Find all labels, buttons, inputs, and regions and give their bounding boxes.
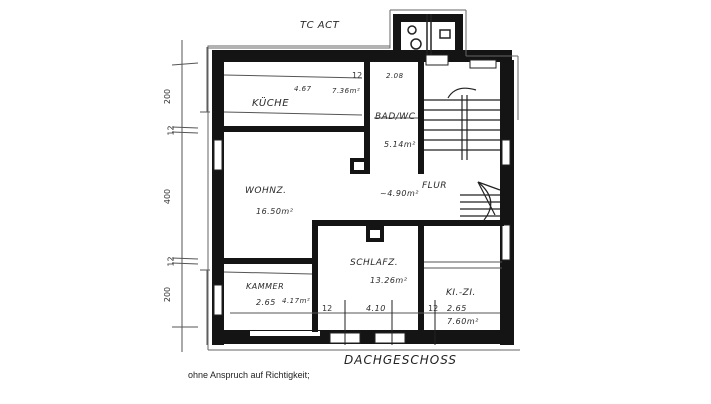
room-area-kueche: 7.36m² bbox=[332, 87, 361, 95]
room-width-kammer: 2.65 bbox=[256, 298, 276, 307]
room-width-kueche: 4.67 bbox=[294, 85, 312, 93]
disclaimer-text: ohne Anspruch auf Richtigkeit; bbox=[188, 370, 310, 380]
vertical-dim-12-lower: 12 bbox=[166, 256, 176, 267]
staircase bbox=[424, 87, 501, 221]
dimension-12-bottom-left: 12 bbox=[322, 304, 333, 313]
room-label-kizi: KI.-ZI. bbox=[446, 288, 476, 298]
vertical-dim-400: 400 bbox=[163, 188, 173, 205]
room-label-kueche: KÜCHE bbox=[252, 98, 290, 109]
room-area-flur: ~4.90m² bbox=[380, 189, 420, 198]
floor-title: DACHGESCHOSS bbox=[344, 353, 458, 367]
room-label-kammer: KAMMER bbox=[246, 282, 285, 291]
room-area-bad: 5.14m² bbox=[384, 140, 416, 149]
room-area-kizi: 7.60m² bbox=[447, 317, 479, 326]
room-width-kizi: 2.65 bbox=[447, 304, 467, 313]
room-label-schlafz: SCHLAFZ. bbox=[350, 258, 399, 268]
dimension-12-bottom-right: 12 bbox=[428, 304, 439, 313]
room-label-flur: FLUR bbox=[422, 181, 448, 191]
vertical-dim-200-top: 200 bbox=[163, 88, 173, 105]
annotation-top-right: TC ACT bbox=[300, 20, 340, 31]
room-width-bad: 2.08 bbox=[386, 72, 404, 80]
room-area-schlafz: 13.26m² bbox=[370, 276, 408, 285]
vertical-dimension-line bbox=[171, 40, 210, 352]
room-label-bad: BAD/WC bbox=[375, 112, 416, 122]
vertical-dim-200-bottom: 200 bbox=[163, 286, 173, 303]
annex-fixtures bbox=[407, 14, 451, 60]
room-label-wohnz: WOHNZ. bbox=[245, 186, 287, 196]
room-area-kammer: 4.17m² bbox=[282, 297, 311, 305]
room-width-schlafz: 4.10 bbox=[366, 304, 386, 313]
vertical-dim-12-upper: 12 bbox=[166, 125, 176, 136]
room-area-wohnz: 16.50m² bbox=[256, 207, 294, 216]
dimension-12-top: 12 bbox=[352, 71, 363, 80]
